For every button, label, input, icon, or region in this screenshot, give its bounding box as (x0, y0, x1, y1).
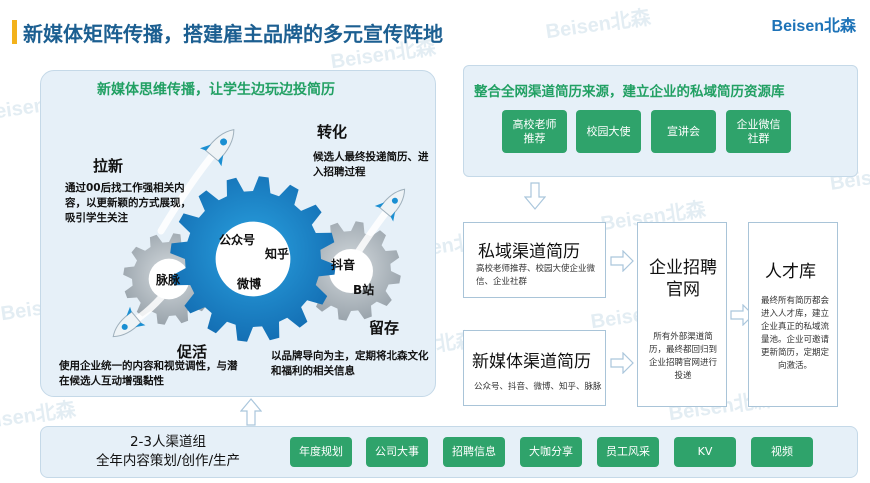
liucun-heading: 留存 (369, 319, 400, 337)
new-media-panel: 新媒体思维传播，让学生边玩边投简历 (40, 70, 436, 397)
gear-label-weibo: 微博 (237, 277, 262, 291)
top-right-title: 整合全网渠道简历来源，建立企业的私域简历资源库 (474, 84, 785, 100)
talent-pool-desc: 最终所有简历都会进入人才库，建立企业真正的私域流量池。企业可邀请更新简历，定期定… (760, 296, 829, 371)
rocket-trail (157, 147, 220, 235)
zhuanhua-desc: 候选人最终投递简历、进入招聘过程 (313, 151, 429, 178)
cuhuo-heading: 促活 (177, 343, 208, 361)
content-team-title: 2-3人渠道组 全年内容策划/创作/生产 (63, 433, 273, 471)
arrow-right-icon (610, 352, 634, 374)
content-item-expert-share: 大咖分享 (520, 437, 582, 467)
laxin-desc: 通过00后找工作强相关内容，以更新颖的方式展现，吸引学生关注 (65, 182, 191, 224)
new-media-channel-card: 新媒体渠道简历 公众号、抖音、微博、知乎、脉脉 (463, 330, 606, 406)
rocket-icon (374, 188, 406, 222)
private-channel-card: 私域渠道简历 高校老师推荐、校园大使企业微信、企业社群 (463, 222, 606, 298)
content-team-line2: 全年内容策划/创作/生产 (95, 453, 241, 469)
liucun-desc: 以品牌导向为主，定期将北森文化和福利的相关信息 (271, 350, 429, 377)
watermark: Beisen北森 (544, 6, 652, 44)
content-item-kv: KV (674, 437, 736, 467)
arrow-right-icon (610, 250, 634, 272)
content-item-company-events: 公司大事 (366, 437, 428, 467)
gear-label-bilibili: B站 (353, 283, 375, 297)
title-accent-bar (12, 20, 17, 44)
private-channel-desc: 高校老师推荐、校园大使企业微信、企业社群 (476, 264, 596, 287)
source-campus-ambassador: 校园大使 (576, 110, 641, 153)
official-site-title: 企业招聘官网 (649, 258, 717, 300)
gear-label-zhihu: 知乎 (265, 247, 290, 261)
cuhuo-desc: 使用企业统一的内容和视觉调性，与潜在候选人互动增强黏性 (59, 360, 238, 387)
gear-big-hub (215, 221, 291, 297)
gear-diagram (112, 129, 406, 342)
content-team-line1: 2-3人渠道组 (129, 434, 207, 450)
private-channel-title: 私域渠道简历 (478, 242, 580, 262)
rocket-icon (199, 129, 235, 167)
source-info-session: 宣讲会 (651, 110, 716, 153)
source-teacher-referral: 高校老师推荐 (502, 110, 567, 153)
arrow-down-icon (524, 182, 546, 210)
new-media-channel-title: 新媒体渠道简历 (472, 352, 591, 372)
source-wechat-community: 企业微信社群 (726, 110, 791, 153)
laxin-heading: 拉新 (93, 157, 124, 175)
zhuanhua-heading: 转化 (317, 123, 348, 141)
page-title: 新媒体矩阵传播，搭建雇主品牌的多元宣传阵地 (23, 22, 443, 46)
talent-pool-card: 人才库 最终所有简历都会进入人才库，建立企业真正的私域流量池。企业可邀请更新简历… (748, 222, 838, 407)
gear-label-douyin: 抖音 (331, 258, 356, 272)
official-site-desc: 所有外部渠道简历，最终都回归到企业招聘官网进行投递 (648, 332, 717, 381)
left-panel-title: 新媒体思维传播，让学生边玩边投简历 (97, 82, 335, 98)
new-media-channel-desc: 公众号、抖音、微博、知乎、脉脉 (474, 382, 602, 392)
gear-small-right-hub (329, 249, 373, 293)
content-item-employee-showcase: 员工风采 (597, 437, 659, 467)
official-site-card: 企业招聘官网 所有外部渠道简历，最终都回归到企业招聘官网进行投递 (637, 222, 727, 407)
talent-pool-title: 人才库 (765, 262, 816, 282)
gear-label-gongzhonghao: 公众号 (219, 233, 256, 247)
content-item-job-info: 招聘信息 (443, 437, 505, 467)
brand-logo: Beisen北森 (771, 18, 856, 35)
gear-label-maimai: 脉脉 (156, 273, 181, 287)
rocket-icon (112, 306, 146, 338)
arrow-up-icon (240, 398, 262, 426)
content-item-annual-plan: 年度规划 (290, 437, 352, 467)
content-item-video: 视频 (751, 437, 813, 467)
gear-small-left-hub (148, 258, 190, 300)
